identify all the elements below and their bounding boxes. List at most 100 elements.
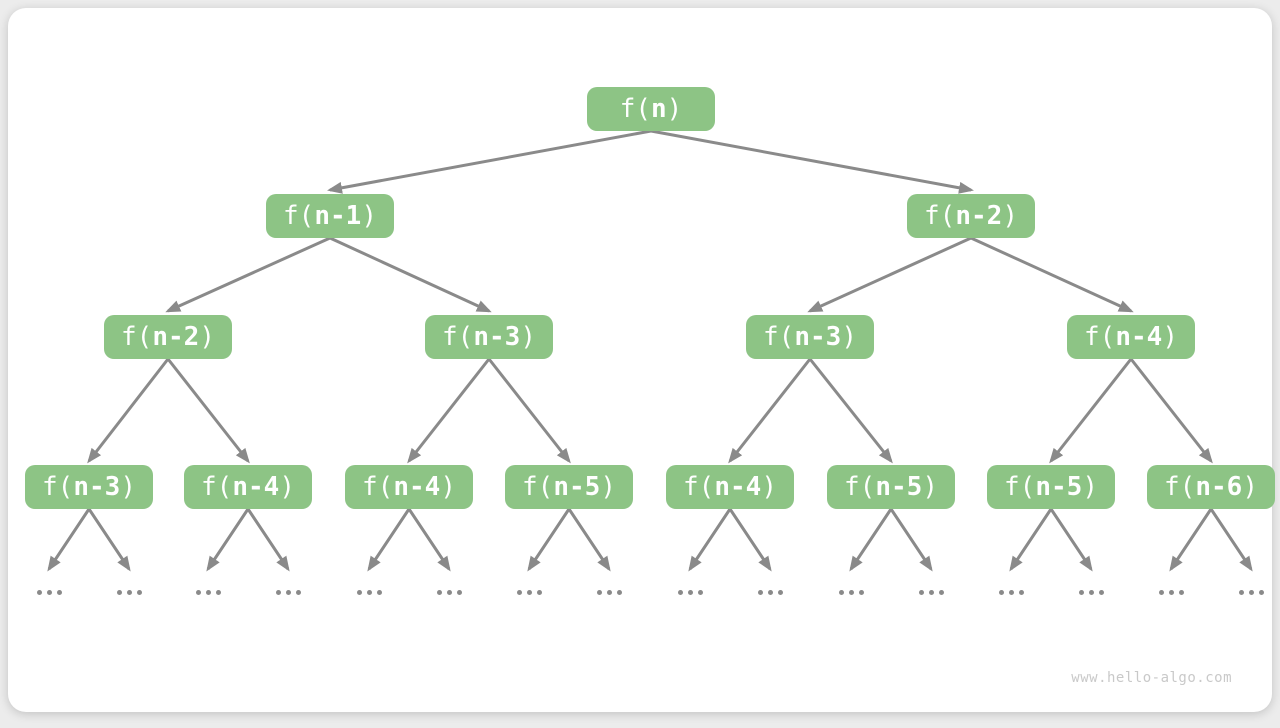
node-label-prefix: f( bbox=[924, 201, 956, 231]
tree-edge bbox=[1009, 508, 1053, 572]
ellipsis-dot bbox=[777, 589, 783, 595]
ellipsis-dot bbox=[918, 589, 924, 595]
ellipsis-d4 bbox=[356, 589, 382, 595]
tree-edge bbox=[166, 358, 250, 464]
ellipsis-dot bbox=[215, 589, 221, 595]
tree-edge bbox=[808, 358, 893, 464]
tree-node-n7: f(n-3) bbox=[25, 465, 153, 509]
node-label-suffix: ) bbox=[1242, 472, 1258, 502]
tree-node-n12: f(n-5) bbox=[827, 465, 955, 509]
tree-edge bbox=[1049, 358, 1133, 464]
ellipsis-d6 bbox=[516, 589, 542, 595]
node-label-suffix: ) bbox=[1162, 322, 1178, 352]
node-label-prefix: f( bbox=[763, 322, 795, 352]
ellipsis-dot bbox=[136, 589, 142, 595]
ellipsis-dot bbox=[56, 589, 62, 595]
ellipsis-d0 bbox=[36, 589, 62, 595]
ellipsis-d8 bbox=[677, 589, 703, 595]
node-label-argument: n-2 bbox=[152, 322, 200, 352]
ellipsis-dot bbox=[275, 589, 281, 595]
ellipsis-dot bbox=[36, 589, 42, 595]
tree-edge bbox=[87, 358, 170, 464]
node-label-prefix: f( bbox=[362, 472, 394, 502]
tree-edge bbox=[889, 508, 933, 572]
ellipsis-d3 bbox=[275, 589, 301, 595]
node-label-argument: n-5 bbox=[553, 472, 601, 502]
ellipsis-dot bbox=[677, 589, 683, 595]
tree-node-n1: f(n-1) bbox=[266, 194, 394, 238]
ellipsis-dot bbox=[446, 589, 452, 595]
node-label-argument: n-2 bbox=[955, 201, 1003, 231]
tree-node-n0: f(n) bbox=[587, 87, 715, 131]
node-label-suffix: ) bbox=[520, 322, 536, 352]
ellipsis-d1 bbox=[116, 589, 142, 595]
node-label-argument: n-5 bbox=[875, 472, 923, 502]
ellipsis-dot bbox=[1248, 589, 1254, 595]
ellipsis-dot bbox=[116, 589, 122, 595]
node-label-suffix: ) bbox=[761, 472, 777, 502]
tree-edge bbox=[206, 508, 250, 572]
node-label-argument: n-4 bbox=[232, 472, 280, 502]
node-label-suffix: ) bbox=[1082, 472, 1098, 502]
tree-edge bbox=[327, 129, 652, 194]
ellipsis-dot bbox=[1178, 589, 1184, 595]
node-label-prefix: f( bbox=[121, 322, 153, 352]
tree-node-n3: f(n-2) bbox=[104, 315, 232, 359]
node-label-prefix: f( bbox=[42, 472, 74, 502]
tree-edge bbox=[849, 508, 893, 572]
node-label-suffix: ) bbox=[199, 322, 215, 352]
ellipsis-d2 bbox=[195, 589, 221, 595]
node-label-suffix: ) bbox=[1002, 201, 1018, 231]
ellipsis-dot bbox=[687, 589, 693, 595]
ellipsis-d10 bbox=[838, 589, 864, 595]
tree-edge bbox=[527, 508, 571, 572]
node-label-argument: n-3 bbox=[73, 472, 121, 502]
ellipsis-dot bbox=[858, 589, 864, 595]
tree-edge bbox=[688, 508, 732, 572]
tree-edge bbox=[1169, 508, 1213, 572]
diagram-card: f(n)f(n-1)f(n-2)f(n-2)f(n-3)f(n-3)f(n-4)… bbox=[8, 8, 1275, 712]
tree-edge bbox=[1209, 508, 1253, 572]
tree-edge bbox=[165, 236, 331, 313]
node-label-prefix: f( bbox=[442, 322, 474, 352]
node-label-suffix: ) bbox=[361, 201, 377, 231]
tree-edge bbox=[47, 508, 91, 572]
tree-node-n10: f(n-5) bbox=[505, 465, 633, 509]
tree-edge bbox=[367, 508, 411, 572]
ellipsis-dot bbox=[456, 589, 462, 595]
ellipsis-dot bbox=[46, 589, 52, 595]
ellipsis-d5 bbox=[436, 589, 462, 595]
node-label-suffix: ) bbox=[279, 472, 295, 502]
node-label-suffix: ) bbox=[440, 472, 456, 502]
node-label-prefix: f( bbox=[683, 472, 715, 502]
tree-edge bbox=[487, 358, 571, 464]
ellipsis-dot bbox=[285, 589, 291, 595]
ellipsis-dot bbox=[1168, 589, 1174, 595]
ellipsis-dot bbox=[757, 589, 763, 595]
ellipsis-dot bbox=[606, 589, 612, 595]
tree-node-n11: f(n-4) bbox=[666, 465, 794, 509]
ellipsis-dot bbox=[596, 589, 602, 595]
ellipsis-d11 bbox=[918, 589, 944, 595]
tree-edge bbox=[650, 129, 974, 194]
ellipsis-d15 bbox=[1238, 589, 1264, 595]
ellipsis-dot bbox=[838, 589, 844, 595]
ellipsis-dot bbox=[697, 589, 703, 595]
ellipsis-dot bbox=[1008, 589, 1014, 595]
watermark: www.hello-algo.com bbox=[1071, 670, 1232, 686]
ellipsis-dot bbox=[536, 589, 542, 595]
ellipsis-dot bbox=[356, 589, 362, 595]
ellipsis-dot bbox=[376, 589, 382, 595]
tree-node-n5: f(n-3) bbox=[746, 315, 874, 359]
ellipsis-d13 bbox=[1078, 589, 1104, 595]
node-label-prefix: f( bbox=[1084, 322, 1116, 352]
tree-edge bbox=[1129, 358, 1213, 464]
node-label-argument: n-3 bbox=[794, 322, 842, 352]
ellipsis-dot bbox=[1238, 589, 1244, 595]
ellipsis-dot bbox=[526, 589, 532, 595]
ellipsis-dot bbox=[436, 589, 442, 595]
ellipsis-d12 bbox=[998, 589, 1024, 595]
node-label-prefix: f( bbox=[1004, 472, 1036, 502]
ellipsis-dot bbox=[1018, 589, 1024, 595]
node-label-suffix: ) bbox=[600, 472, 616, 502]
